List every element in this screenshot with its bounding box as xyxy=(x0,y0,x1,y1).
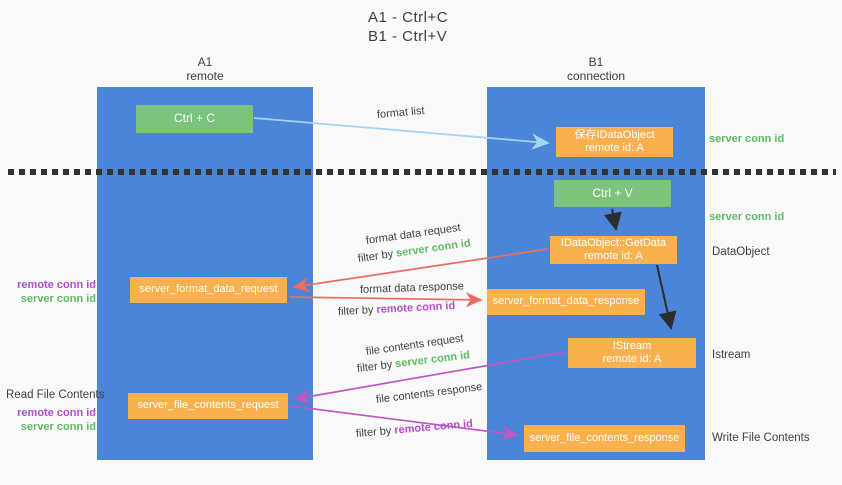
node-istream-line2: remote id: A xyxy=(602,353,662,365)
side-label-server-conn-id-top: server conn id xyxy=(709,133,785,145)
filter-by-text: filter by xyxy=(355,424,392,440)
side-label-dataobject: DataObject xyxy=(712,246,770,258)
node-save-idataobject-line2: remote id: A xyxy=(585,142,644,154)
lane-a1-name: A1 xyxy=(197,55,213,69)
lane-header-a1: A1 remote xyxy=(150,55,260,83)
lane-a1-subtitle: remote xyxy=(186,69,224,83)
node-ctrl-v: Ctrl + V xyxy=(554,180,671,207)
node-ctrl-c: Ctrl + C xyxy=(136,105,253,133)
node-server-file-contents-request: server_file_contents_request xyxy=(128,393,288,419)
node-server-format-data-response-label: server_format_data_response xyxy=(492,295,640,308)
title-line-1: A1 - Ctrl+C xyxy=(368,9,449,26)
side-label-read-file-contents: Read File Contents xyxy=(6,389,105,401)
node-save-idataobject: 保存IDataObject remote id: A xyxy=(556,127,673,157)
side-label-write-file-contents: Write File Contents xyxy=(712,432,810,444)
remote-conn-id-text: remote conn id xyxy=(376,299,456,316)
node-server-file-contents-response-label: server_file_contents_response xyxy=(529,431,680,444)
edge-label-format-list: format list xyxy=(376,104,426,121)
node-server-format-data-response: server_format_data_response xyxy=(487,289,645,315)
node-server-format-data-request-label: server_format_data_request xyxy=(139,283,278,296)
edge-label-file-contents-response: file contents response xyxy=(375,381,483,406)
side-label-server-conn-id-left-top: server conn id xyxy=(20,293,96,305)
lane-b1-subtitle: connection xyxy=(566,69,626,83)
dashed-separator xyxy=(8,169,836,175)
diagram-title: A1 - Ctrl+C B1 - Ctrl+V xyxy=(368,8,448,46)
node-idataobject-getdata-line2: remote id: A xyxy=(584,250,643,262)
side-label-server-conn-id-left-bottom: server conn id xyxy=(20,421,96,433)
side-label-remote-conn-id-bottom: remote conn id xyxy=(17,407,96,419)
filter-by-text: filter by xyxy=(356,358,393,375)
node-server-format-data-request: server_format_data_request xyxy=(130,277,287,303)
side-label-remote-conn-id-top: remote conn id xyxy=(17,279,96,291)
remote-conn-id-text: remote conn id xyxy=(393,417,474,437)
side-label-server-conn-id-mid: server conn id xyxy=(709,211,785,223)
title-line-2: B1 - Ctrl+V xyxy=(368,28,448,45)
node-server-file-contents-request-label: server_file_contents_request xyxy=(137,399,279,412)
node-save-idataobject-line1: 保存IDataObject xyxy=(574,128,655,141)
node-istream: IStream remote id: A xyxy=(568,338,696,368)
filter-by-text: filter by xyxy=(337,304,374,318)
node-idataobject-getdata-line1: IDataObject::GetData xyxy=(560,236,667,249)
node-istream-line1: IStream xyxy=(612,339,652,352)
edge-label-format-data-response: format data response xyxy=(359,280,465,296)
filter-by-text: filter by xyxy=(357,248,394,265)
node-ctrl-c-label: Ctrl + C xyxy=(173,111,215,126)
lane-header-b1: B1 connection xyxy=(541,55,651,83)
lane-b1-name: B1 xyxy=(588,55,604,69)
node-ctrl-v-label: Ctrl + V xyxy=(592,185,633,200)
side-label-istream: Istream xyxy=(712,349,751,361)
node-idataobject-getdata: IDataObject::GetData remote id: A xyxy=(550,236,677,264)
node-server-file-contents-response: server_file_contents_response xyxy=(524,425,685,452)
